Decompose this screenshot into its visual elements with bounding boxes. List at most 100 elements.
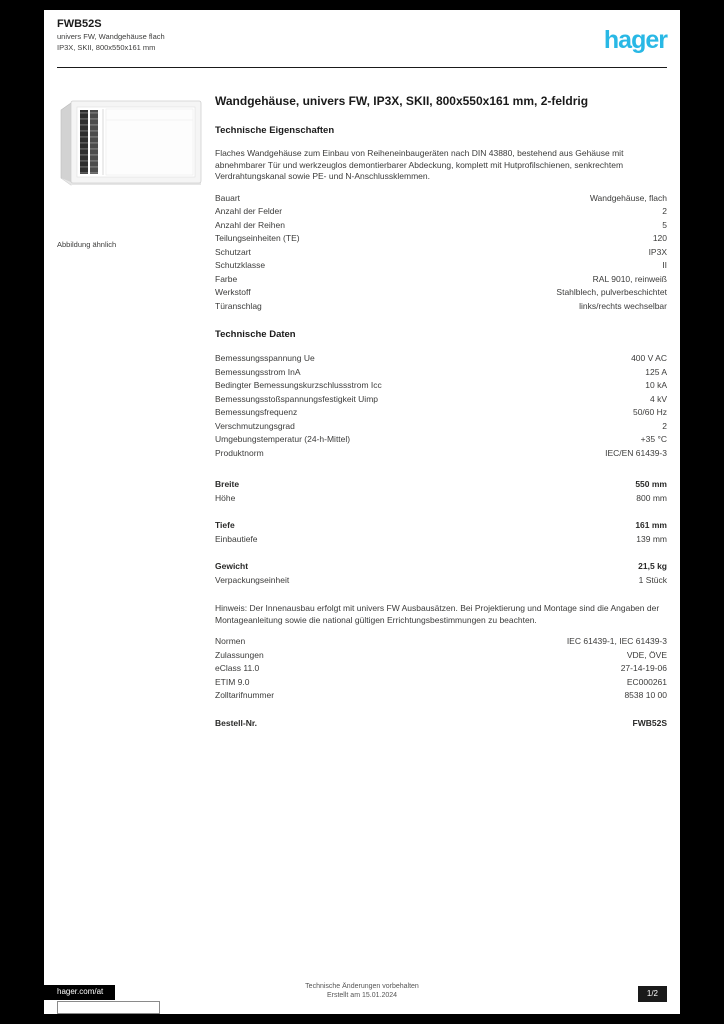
spec-row: Anzahl der Felder 2	[215, 205, 667, 219]
spec-value: Wandgehäuse, flach	[589, 192, 667, 203]
dimension-row: Gewicht 21,5 kg	[215, 560, 667, 574]
spec-label: Tiefe	[215, 520, 235, 530]
spec-row: Türanschlag links/rechts wechselbar	[215, 300, 667, 314]
footer-website-badge: hager.com/at	[44, 985, 116, 1000]
spec-label: ETIM 9.0	[215, 676, 250, 687]
spec-label: Normen	[215, 636, 246, 646]
product-code: FWB52S	[57, 18, 102, 30]
spec-row: ETIM 9.0 EC000261	[215, 676, 667, 690]
spec-label: Gewicht	[215, 561, 249, 571]
spec-row: Teilungseinheiten (TE)120	[215, 232, 667, 246]
spec-row: Bemessungsstrom InA 125 A	[215, 366, 667, 380]
spec-value: 4 kV	[649, 393, 667, 404]
spec-label: Bedingter Bemessungskurzschlussstrom Icc	[215, 380, 382, 390]
enclosure-graphic	[60, 100, 202, 186]
spec-label: Verschmutzungsgrad	[215, 420, 295, 431]
spec-row: Anzahl der Reihen 5	[215, 219, 667, 233]
spec-value: 2	[662, 420, 667, 431]
spec-value: 1 Stück	[638, 574, 667, 585]
spec-value: EC000261	[626, 676, 667, 687]
spec-value: II	[662, 260, 667, 270]
spec-value: IEC/EN 61439-3	[605, 447, 667, 458]
spec-label: Umgebungstemperatur (24-h-Mittel)	[215, 434, 351, 444]
header-divider	[57, 67, 667, 68]
spec-label: Bauart	[215, 192, 241, 203]
spec-value: IP3X	[648, 246, 667, 257]
spec-label: Einbautiefe	[215, 533, 258, 544]
page-title: Wandgehäuse, univers FW, IP3X, SKII, 800…	[215, 94, 589, 108]
section-heading-properties: Technische Eigenschaften	[215, 125, 335, 136]
left-column: Abbildung ähnlich	[57, 90, 207, 249]
spec-label: Bemessungsstoßspannungsfestigkeit Uimp	[215, 393, 378, 404]
spec-value: 27-14-19-06	[620, 663, 667, 673]
spec-label: Breite	[215, 479, 240, 489]
spec-value: 125 A	[645, 366, 667, 377]
dimension-row: Höhe 800 mm	[215, 492, 667, 506]
spec-label: Zolltarifnummer	[215, 690, 275, 700]
spec-row: Zolltarifnummer 8538 10 00	[215, 689, 667, 703]
order-number-row: Bestell-Nr. FWB52S	[215, 717, 667, 731]
spec-label: eClass 11.0	[215, 663, 260, 673]
spec-value: 8538 10 00	[624, 690, 667, 700]
spec-row: Bauart Wandgehäuse, flach	[215, 192, 667, 206]
product-subline-1: univers FW, Wandgehäuse flach	[57, 32, 165, 41]
spec-value: 21,5 kg	[638, 561, 667, 571]
spec-value: 800 mm	[636, 492, 667, 503]
spec-value: links/rechts wechselbar	[579, 300, 667, 311]
spec-label: Bemessungsfrequenz	[215, 407, 298, 417]
spec-row: Bemessungsstoßspannungsfestigkeit Uimp 4 …	[215, 393, 667, 407]
datasheet-page: FWB52S univers FW, Wandgehäuse flach IP3…	[44, 10, 680, 1014]
spec-label: Bemessungsstrom InA	[215, 366, 301, 377]
spec-label: Bestell-Nr.	[215, 717, 258, 728]
note-paragraph: Hinweis: Der Innenausbau erfolgt mit uni…	[215, 603, 660, 625]
spec-row: Bedingter Bemessungskurzschlussstrom Icc…	[215, 379, 667, 393]
product-subline-2: IP3X, SKII, 800x550x161 mm	[57, 43, 156, 52]
spec-row: Umgebungstemperatur (24-h-Mittel) +35 °C	[215, 433, 667, 447]
spec-label: Zulassungen	[215, 649, 264, 660]
footer-note-2: Erstellt am 15.01.2024	[326, 992, 398, 999]
spec-value: 400 V AC	[631, 353, 667, 363]
spec-row: Farbe RAL 9010, reinweiß	[215, 273, 667, 287]
spec-label: Anzahl der Felder	[215, 206, 283, 216]
spec-value: +35 °C	[640, 434, 667, 444]
spec-value: IEC 61439-1, IEC 61439-3	[566, 636, 667, 646]
spec-label: Farbe	[215, 273, 238, 284]
spec-value: 139 mm	[636, 533, 667, 544]
footer-center-text: Technische Änderungen vorbehalten Erstel…	[252, 982, 472, 1000]
section-heading-technical-data: Technische Daten	[215, 329, 296, 340]
dimension-row: Einbautiefe 139 mm	[215, 533, 667, 547]
spec-row: Verschmutzungsgrad 2	[215, 420, 667, 434]
spec-value: 10 kA	[645, 380, 667, 390]
spec-label: Anzahl der Reihen	[215, 219, 285, 230]
spec-label: Teilungseinheiten (TE)	[215, 233, 300, 243]
spec-row: Bemessungsspannung Ue 400 V AC	[215, 352, 667, 366]
spec-row: eClass 11.0 27-14-19-06	[215, 662, 667, 676]
spec-label: Bemessungsspannung Ue	[215, 353, 315, 363]
spec-value: FWB52S	[632, 717, 667, 728]
spec-label: Werkstoff	[215, 287, 251, 297]
description-paragraph: Flaches Wandgehäuse zum Einbau von Reihe…	[215, 148, 624, 181]
spec-row: Normen IEC 61439-1, IEC 61439-3	[215, 635, 667, 649]
footer-note-box	[57, 1001, 160, 1014]
spec-value: 5	[662, 219, 667, 230]
spec-label: Türanschlag	[215, 300, 262, 311]
spec-label: Höhe	[215, 492, 236, 503]
main-column: Wandgehäuse, univers FW, IP3X, SKII, 800…	[215, 94, 667, 730]
spec-label: Schutzart	[215, 246, 251, 257]
footer-page-badge: 1/2	[637, 986, 667, 1002]
spec-row: Schutzart IP3X	[215, 246, 667, 260]
spec-row: Bemessungsfrequenz 50/60 Hz	[215, 406, 667, 420]
spec-value: RAL 9010, reinweiß	[592, 273, 667, 284]
hager-logo: hager	[603, 26, 668, 54]
image-caption: Abbildung ähnlich	[57, 240, 117, 249]
spec-value: 50/60 Hz	[632, 407, 667, 417]
product-image	[57, 90, 205, 194]
spec-value: 2	[662, 206, 667, 216]
